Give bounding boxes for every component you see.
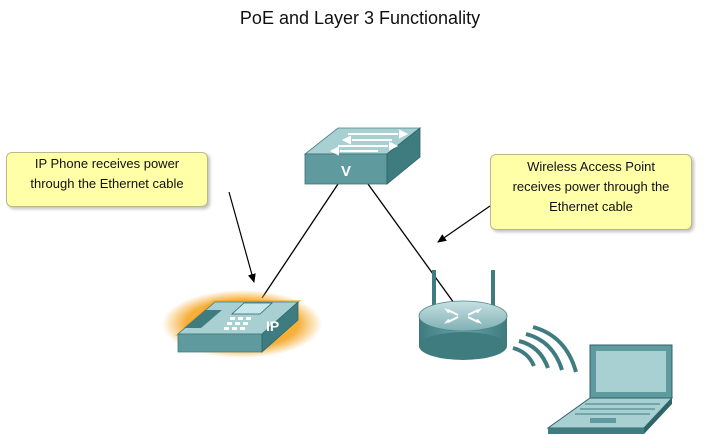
- laptop-icon: [546, 344, 674, 434]
- ap-callout-line-2: receives power through the: [512, 179, 670, 194]
- ap-callout-line-1: Wireless Access Point: [527, 159, 655, 174]
- cable-switch-to-phone: [261, 183, 339, 299]
- phone-callout-line-1: IP Phone receives power: [34, 156, 180, 171]
- phone-callout-line-2: through the Ethernet cable: [30, 176, 184, 191]
- phone-label: IP: [266, 318, 279, 334]
- phone-power-callout: IP Phone receives power through the Ethe…: [6, 152, 208, 207]
- ap-power-callout: Wireless Access Point receives power thr…: [490, 154, 692, 230]
- diagram-title: PoE and Layer 3 Functionality: [239, 8, 481, 28]
- ip-phone-icon: IP: [162, 290, 322, 358]
- wireless-access-point-icon: [418, 270, 508, 360]
- phone-callout-arrow: [228, 191, 256, 283]
- radio-waves-icon: [512, 325, 578, 373]
- multilayer-switch-icon: V: [303, 127, 422, 185]
- switch-label: V: [341, 163, 351, 180]
- ap-callout-line-3: Ethernet cable: [549, 199, 633, 214]
- ap-callout-arrow: [437, 205, 491, 243]
- cable-switch-to-ap: [367, 183, 455, 304]
